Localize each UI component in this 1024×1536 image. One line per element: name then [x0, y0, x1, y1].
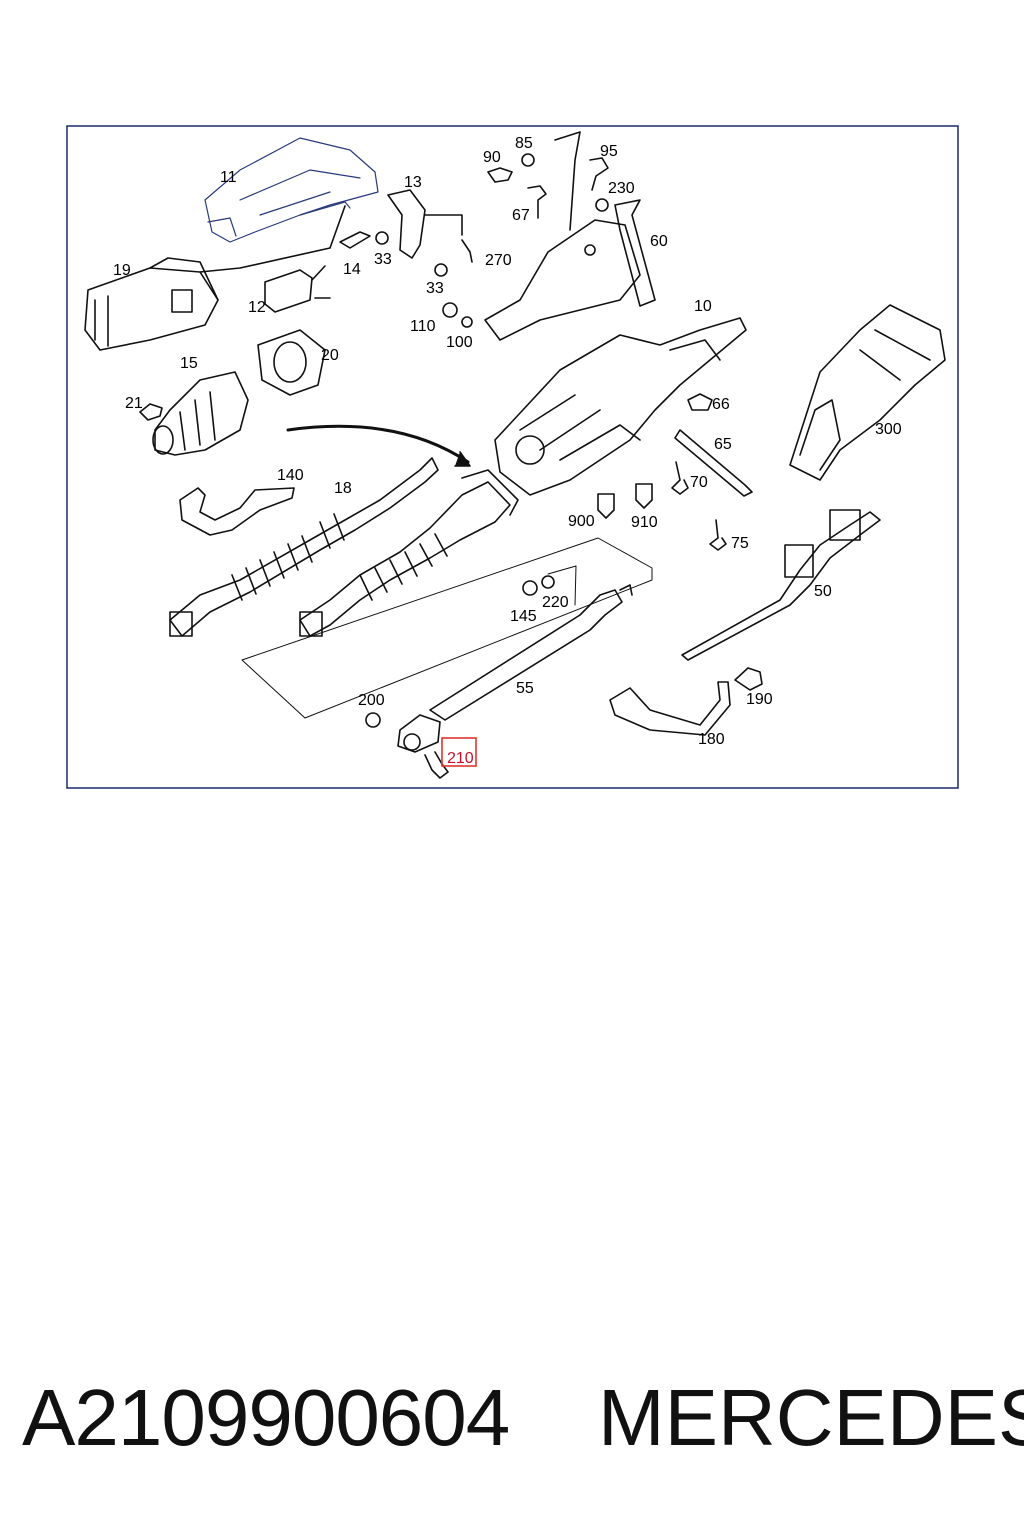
callout-55: 55 [516, 680, 534, 697]
callout-900: 900 [568, 513, 595, 530]
part-55-shaft [397, 584, 633, 753]
part-10-column [494, 317, 747, 496]
callout-85: 85 [515, 135, 533, 152]
callout-13: 13 [404, 174, 422, 191]
part-200-nut [365, 712, 381, 728]
part-12-switch [264, 265, 331, 313]
callout-33: 33 [374, 251, 392, 268]
parts-diagram: 11 13 90 85 95 230 67 60 19 33 14 270 12… [66, 125, 959, 789]
callout-230: 230 [608, 180, 635, 197]
callout-190: 190 [746, 691, 773, 708]
callout-15: 15 [180, 355, 198, 372]
callout-21: 21 [125, 395, 143, 412]
callout-19: 19 [113, 262, 131, 279]
callout-labels: 11 13 90 85 95 230 67 60 19 33 14 270 12… [113, 135, 902, 767]
callout-75: 75 [731, 535, 749, 552]
part-15-boot [152, 371, 249, 456]
callout-220: 220 [542, 594, 569, 611]
part-50-linkage [681, 509, 881, 661]
callout-33-b: 33 [426, 280, 444, 297]
part-60-bracket [484, 131, 656, 341]
part-90-bolt [487, 167, 513, 183]
callout-10: 10 [694, 298, 712, 315]
part-67-bolt [527, 185, 547, 219]
brand-name: MERCEDES [598, 1373, 1024, 1462]
callout-50: 50 [814, 583, 832, 600]
part-180-bracket [609, 681, 731, 736]
part-18-shaft [169, 457, 439, 637]
part-230-washer [595, 198, 609, 212]
callout-60: 60 [650, 233, 668, 250]
part-33-nut-2 [434, 263, 448, 277]
callout-12: 12 [248, 299, 266, 316]
callout-200: 200 [358, 692, 385, 709]
part-65-rod [674, 429, 753, 497]
callout-110: 110 [410, 318, 436, 335]
assembly-arrow-head [454, 451, 471, 467]
part-14-stud [339, 231, 371, 249]
part-210-bolt [424, 751, 449, 779]
part-33-nut [375, 231, 389, 245]
callout-65: 65 [714, 436, 732, 453]
callout-18: 18 [334, 480, 352, 497]
assembly-outline [241, 537, 653, 719]
part-95-bolt [589, 157, 609, 191]
callout-20: 20 [321, 347, 339, 364]
assembly-arrow [286, 424, 470, 464]
part-19-motor [84, 205, 346, 351]
callout-300: 300 [875, 421, 902, 438]
callout-100: 100 [446, 334, 473, 351]
callout-270: 270 [485, 252, 512, 269]
part-11-bracket [204, 137, 379, 243]
part-110-nut [442, 302, 458, 318]
part-190-bolt [734, 667, 763, 691]
callout-66: 66 [712, 396, 730, 413]
highlight-box-210 [441, 737, 477, 767]
callout-140: 140 [277, 467, 304, 484]
part-13-lever [387, 189, 473, 263]
callout-910: 910 [631, 514, 658, 531]
part-70-bolt [671, 461, 689, 495]
part-140-bracket [179, 487, 295, 536]
diagram-frame [66, 125, 959, 789]
part-220-washer [541, 575, 555, 589]
part-21-pin [139, 403, 163, 421]
callout-90: 90 [483, 149, 501, 166]
callout-95: 95 [600, 143, 618, 160]
part-75-bolt [709, 519, 727, 551]
part-145-nut [522, 580, 538, 596]
part-number: A2109900604 [22, 1373, 510, 1462]
part-100-washer [461, 316, 473, 328]
part-910-clip [635, 483, 653, 509]
callout-180: 180 [698, 731, 725, 748]
callout-14: 14 [343, 261, 361, 278]
callout-210: 210 [447, 750, 474, 767]
callout-145: 145 [510, 608, 537, 625]
part-900-clip [597, 493, 615, 519]
callout-67: 67 [512, 207, 530, 224]
part-85-washer [521, 153, 535, 167]
part-220-leader [547, 565, 577, 606]
callout-11: 11 [220, 169, 237, 186]
part-300-cover [789, 304, 946, 481]
callout-70: 70 [690, 474, 708, 491]
part-20-gasket [257, 329, 326, 396]
part-66-grommet [687, 393, 713, 411]
part-shaft-boot [299, 469, 519, 637]
